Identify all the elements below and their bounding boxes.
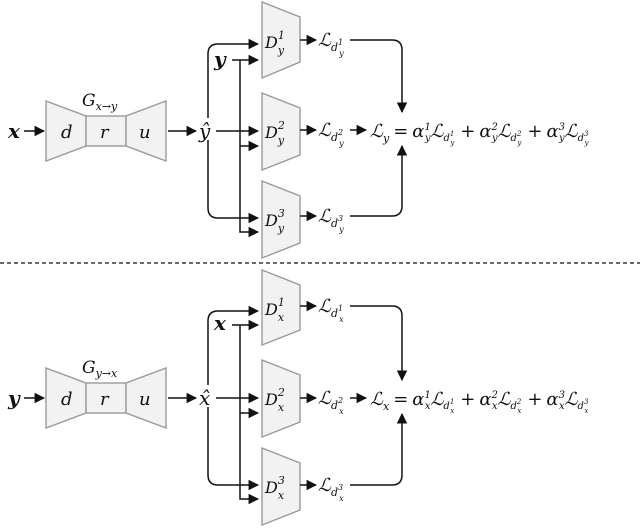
top-loss-3-to-total xyxy=(350,144,408,217)
top-real-to-d2 xyxy=(239,60,260,152)
top-decoder-label: u xyxy=(139,122,151,143)
top-generator-title: Gx→y xyxy=(82,91,118,113)
bottom-d2-block xyxy=(261,358,301,439)
top-input-label: x xyxy=(7,119,21,143)
bottom-output-label: x̂ xyxy=(199,386,210,410)
bottom-loss-1-to-total xyxy=(350,305,408,382)
bottom-residual-label: r xyxy=(100,389,110,410)
bottom-real-to-d3 xyxy=(239,413,260,505)
bottom-input-label: y xyxy=(7,386,21,410)
top-decoder-block xyxy=(125,99,167,163)
top-d2-block xyxy=(261,91,301,172)
bottom-decoder-label: u xyxy=(139,389,151,410)
bottom-generator-title: Gy→x xyxy=(82,358,118,380)
top-output-label: ŷ xyxy=(198,119,211,143)
bottom-generator: d r u Gy→x xyxy=(45,358,167,430)
top-residual-block xyxy=(85,115,127,147)
bottom-loss-3-to-total xyxy=(350,412,408,486)
top-loss-1-to-total xyxy=(350,39,408,114)
top-real-to-d3 xyxy=(239,146,260,238)
top-d1-block xyxy=(261,0,301,80)
top-real-label: y xyxy=(213,47,227,71)
bottom-real-label: x xyxy=(213,311,227,335)
bottom-d3-block xyxy=(261,446,301,527)
bottom-encoder-label: d xyxy=(61,389,73,410)
bottom-decoder-block xyxy=(125,366,167,430)
top-fake-to-d1 xyxy=(207,38,260,118)
bottom-residual-block xyxy=(85,382,127,414)
bottom-d1-block xyxy=(261,268,301,347)
bottom-real-to-d2 xyxy=(239,325,260,419)
top-fake-to-d3 xyxy=(207,140,260,224)
bottom-fake-to-d3 xyxy=(207,407,260,491)
top-residual-label: r xyxy=(100,122,110,143)
top-generator: d r u Gx→y xyxy=(45,91,167,163)
bottom-fake-to-d1 xyxy=(207,305,260,385)
top-encoder-label: d xyxy=(61,122,73,143)
top-d3-block xyxy=(261,179,301,260)
